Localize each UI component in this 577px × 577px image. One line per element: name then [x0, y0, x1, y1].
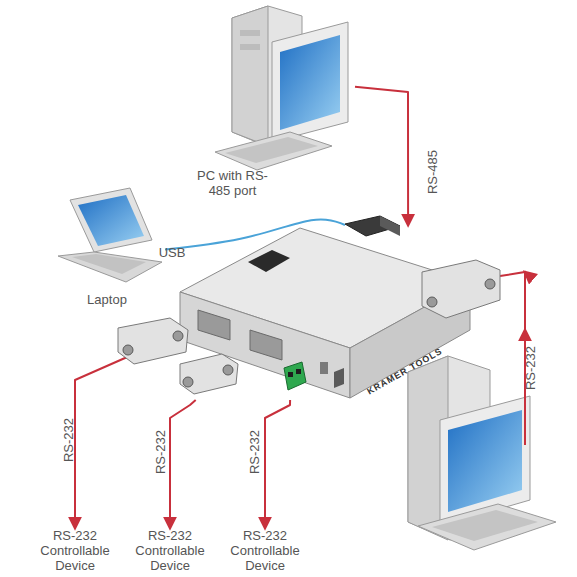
pc-illustration [440, 396, 530, 526]
db9-plug [427, 297, 437, 307]
db9-plug [118, 318, 188, 364]
laptop-illustration [72, 254, 146, 274]
signal-label: RS-232 [153, 430, 168, 474]
node-label: PC with RS-485 port [195, 168, 270, 198]
device-node: RS-232 Controllable Device [220, 528, 310, 576]
signal-label: RS-232 [523, 346, 538, 390]
converter-box [250, 330, 282, 360]
pc-illustration [225, 137, 318, 163]
serial-cable [75, 351, 178, 528]
serial-wire [500, 272, 525, 445]
terminal-block-plug [288, 372, 293, 377]
pc-illustration [448, 410, 522, 512]
signal-label: RS-232 [247, 430, 262, 474]
pc-illustration [240, 44, 260, 50]
terminal-block-plug [284, 362, 306, 390]
db9-plug [123, 345, 133, 355]
serial-cable [170, 400, 196, 528]
node-label: RS-232 Controllable Device [30, 528, 120, 573]
pc-illustration [432, 510, 538, 541]
usb-plug [345, 216, 400, 236]
usb-plug [345, 216, 400, 236]
pc-illustration [272, 22, 348, 142]
laptop-illustration [70, 188, 152, 252]
pc-illustration [240, 30, 260, 36]
pc-illustration [232, 6, 268, 146]
usb-cable [165, 219, 345, 249]
terminal-block-plug [296, 369, 301, 374]
db9-plug [422, 260, 500, 318]
converter-box [198, 310, 230, 340]
signal-label: RS-232 [61, 418, 76, 462]
laptop-illustration [58, 252, 162, 282]
converter-box [248, 250, 290, 272]
db9-plug [173, 331, 183, 341]
pc-illustration [215, 6, 348, 170]
db9-plug [223, 365, 233, 375]
pc-illustration [280, 35, 340, 130]
signal-label: RS-485 [425, 150, 440, 194]
brand-text: KRAMER TOOLS [364, 344, 445, 399]
converter-box [180, 292, 350, 398]
db9-plug [485, 279, 495, 289]
device-node: RS-232 Controllable Device [125, 528, 215, 576]
node-label: RS-232 Controllable Device [125, 528, 215, 573]
converter-box [180, 228, 470, 398]
pc-illustration [418, 504, 556, 550]
db9-plug [422, 260, 500, 318]
signal-label: USB [159, 245, 186, 260]
pc-illustration [215, 132, 332, 170]
computer-node: PC with RS-485 port [195, 8, 355, 200]
db9-plug [183, 377, 193, 387]
node-label: Laptop [72, 292, 142, 307]
device-node: RS-232 Controllable Device [30, 528, 120, 576]
converter-box [334, 368, 344, 388]
laptop-illustration [58, 188, 162, 282]
serial-cable [265, 400, 290, 528]
laptop-illustration [78, 195, 144, 246]
converter-node: KRAMER TOOLS [178, 225, 473, 400]
db9-plug [118, 318, 188, 364]
serial-cable [355, 87, 408, 225]
converter-box [320, 362, 328, 374]
laptop-node: Laptop [52, 186, 165, 313]
usb-plug [380, 216, 400, 236]
node-label: RS-232 Controllable Device [220, 528, 310, 573]
db9-plug [180, 354, 238, 394]
db9-plug [180, 354, 238, 394]
terminal-block-plug [284, 362, 306, 390]
